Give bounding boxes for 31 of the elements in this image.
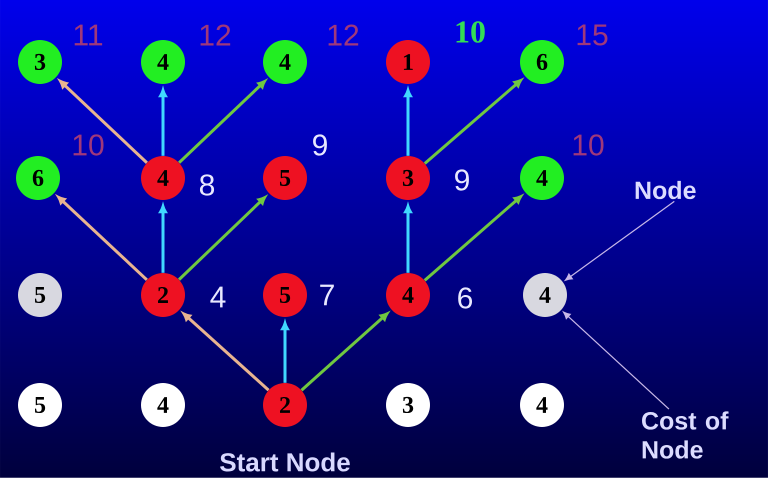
- arrow: [159, 204, 167, 273]
- cost-number: 6: [458, 287, 472, 309]
- arrow: [57, 196, 148, 281]
- cost-number: 12: [328, 24, 358, 46]
- arrow: [178, 196, 266, 281]
- callout-text: Node: [636, 180, 696, 200]
- arrow: [281, 321, 289, 383]
- arrow: [182, 312, 270, 392]
- leader-line: [564, 200, 675, 281]
- arrow: [159, 88, 167, 156]
- leader-line: [563, 312, 670, 410]
- cost-number: 12: [200, 24, 230, 46]
- callout-text: Cost of Node: [642, 411, 729, 459]
- cost-number: 8: [200, 174, 214, 196]
- node-caption: Start Node: [220, 452, 350, 472]
- cost-number: 4: [210, 286, 226, 308]
- cost-number: 15: [578, 24, 608, 46]
- arrow: [424, 78, 522, 165]
- cost-number: 7: [320, 284, 334, 306]
- cost-number: 9: [455, 169, 469, 191]
- arrow: [58, 80, 148, 164]
- arrow: [404, 88, 412, 156]
- cost-number: 11: [74, 24, 102, 46]
- cost-number: 10: [456, 21, 485, 43]
- arrow: [300, 312, 389, 392]
- cost-number: 10: [74, 134, 104, 156]
- arrow: [178, 80, 266, 164]
- cost-number: 10: [574, 134, 604, 156]
- cost-number: 9: [313, 134, 327, 156]
- arrow: [424, 195, 522, 282]
- arrow: [404, 204, 412, 273]
